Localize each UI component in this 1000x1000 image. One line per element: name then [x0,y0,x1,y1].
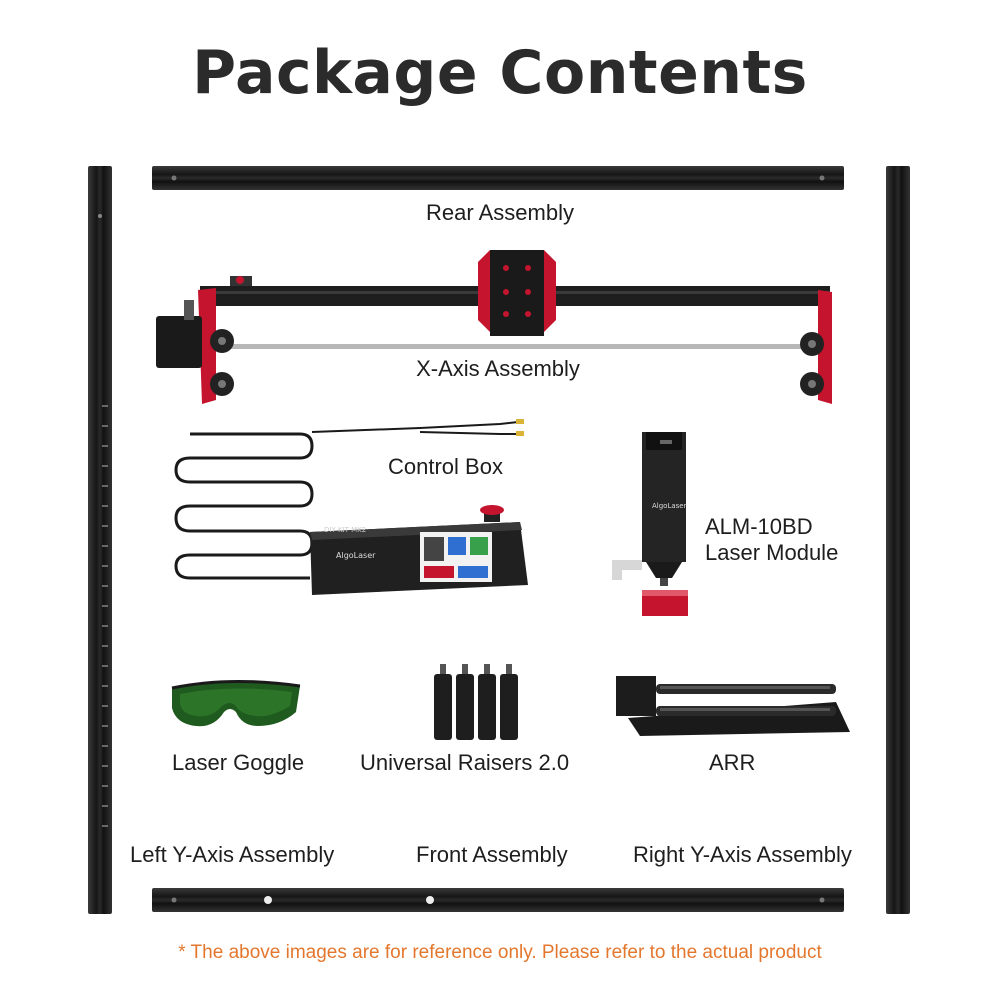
control-box-label: Control Box [388,454,503,479]
rear-assembly-label: Rear Assembly [426,200,574,225]
x-axis-assembly-label: X-Axis Assembly [416,356,580,381]
module-brand-marking: AlgoLaser [652,502,687,510]
right-y-rail [886,166,910,914]
ruler-marks [98,214,108,827]
laser-module-label-line2: Laser Module [705,540,839,565]
right-y-axis-label: Right Y-Axis Assembly [633,842,852,867]
x-axis-gantry [156,250,832,404]
kit-marking: DIY KIT MK2 [324,526,366,534]
laser-goggle-label: Laser Goggle [172,750,305,775]
left-y-axis-label: Left Y-Axis Assembly [130,842,335,867]
front-rail [152,888,844,912]
universal-raisers-label: Universal Raisers 2.0 [360,750,570,775]
rear-rail [152,166,844,190]
front-assembly-label: Front Assembly [416,842,568,867]
page-title: Package Contents [192,38,808,108]
left-y-rail [88,166,112,914]
arr-label: ARR [709,750,756,775]
brand-marking: AlgoLaser [336,551,376,560]
reference-note: * The above images are for reference onl… [178,942,822,963]
laser-module-label-line1: ALM-10BD [705,514,813,539]
